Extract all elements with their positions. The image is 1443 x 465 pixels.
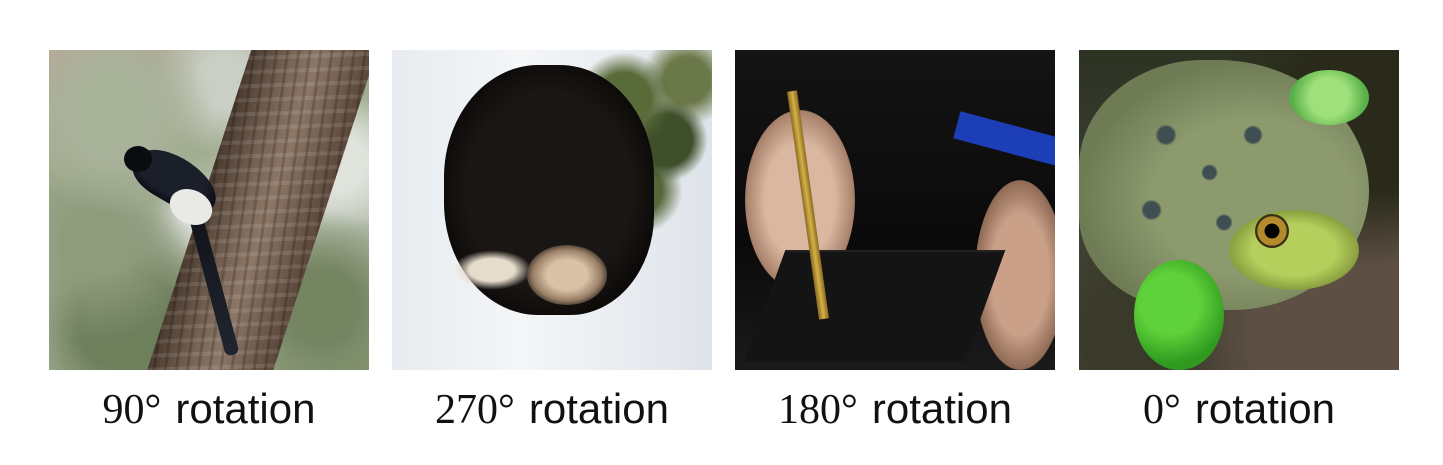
caption-0: 0° rotation — [1039, 385, 1439, 434]
caption-word: rotation — [1194, 385, 1335, 432]
caption-word: rotation — [528, 385, 669, 432]
dog-photo — [392, 50, 712, 370]
magpie-photo — [49, 50, 369, 370]
caption-degree: 90° — [102, 387, 162, 433]
caption-270: 270° rotation — [352, 385, 752, 434]
caption-degree: 0° — [1143, 387, 1181, 433]
panel-180: 180° rotation — [735, 50, 1055, 433]
panel-90: 90° rotation — [49, 50, 369, 433]
frog-photo — [1079, 50, 1399, 370]
caption-90: 90° rotation — [9, 385, 409, 434]
caption-180: 180° rotation — [695, 385, 1095, 434]
caption-word: rotation — [871, 385, 1012, 432]
graduate-photo — [735, 50, 1055, 370]
caption-degree: 270° — [435, 387, 515, 433]
panel-270: 270° rotation — [392, 50, 712, 433]
caption-degree: 180° — [778, 387, 858, 433]
panel-0: 0° rotation — [1079, 50, 1399, 433]
caption-word: rotation — [175, 385, 316, 432]
